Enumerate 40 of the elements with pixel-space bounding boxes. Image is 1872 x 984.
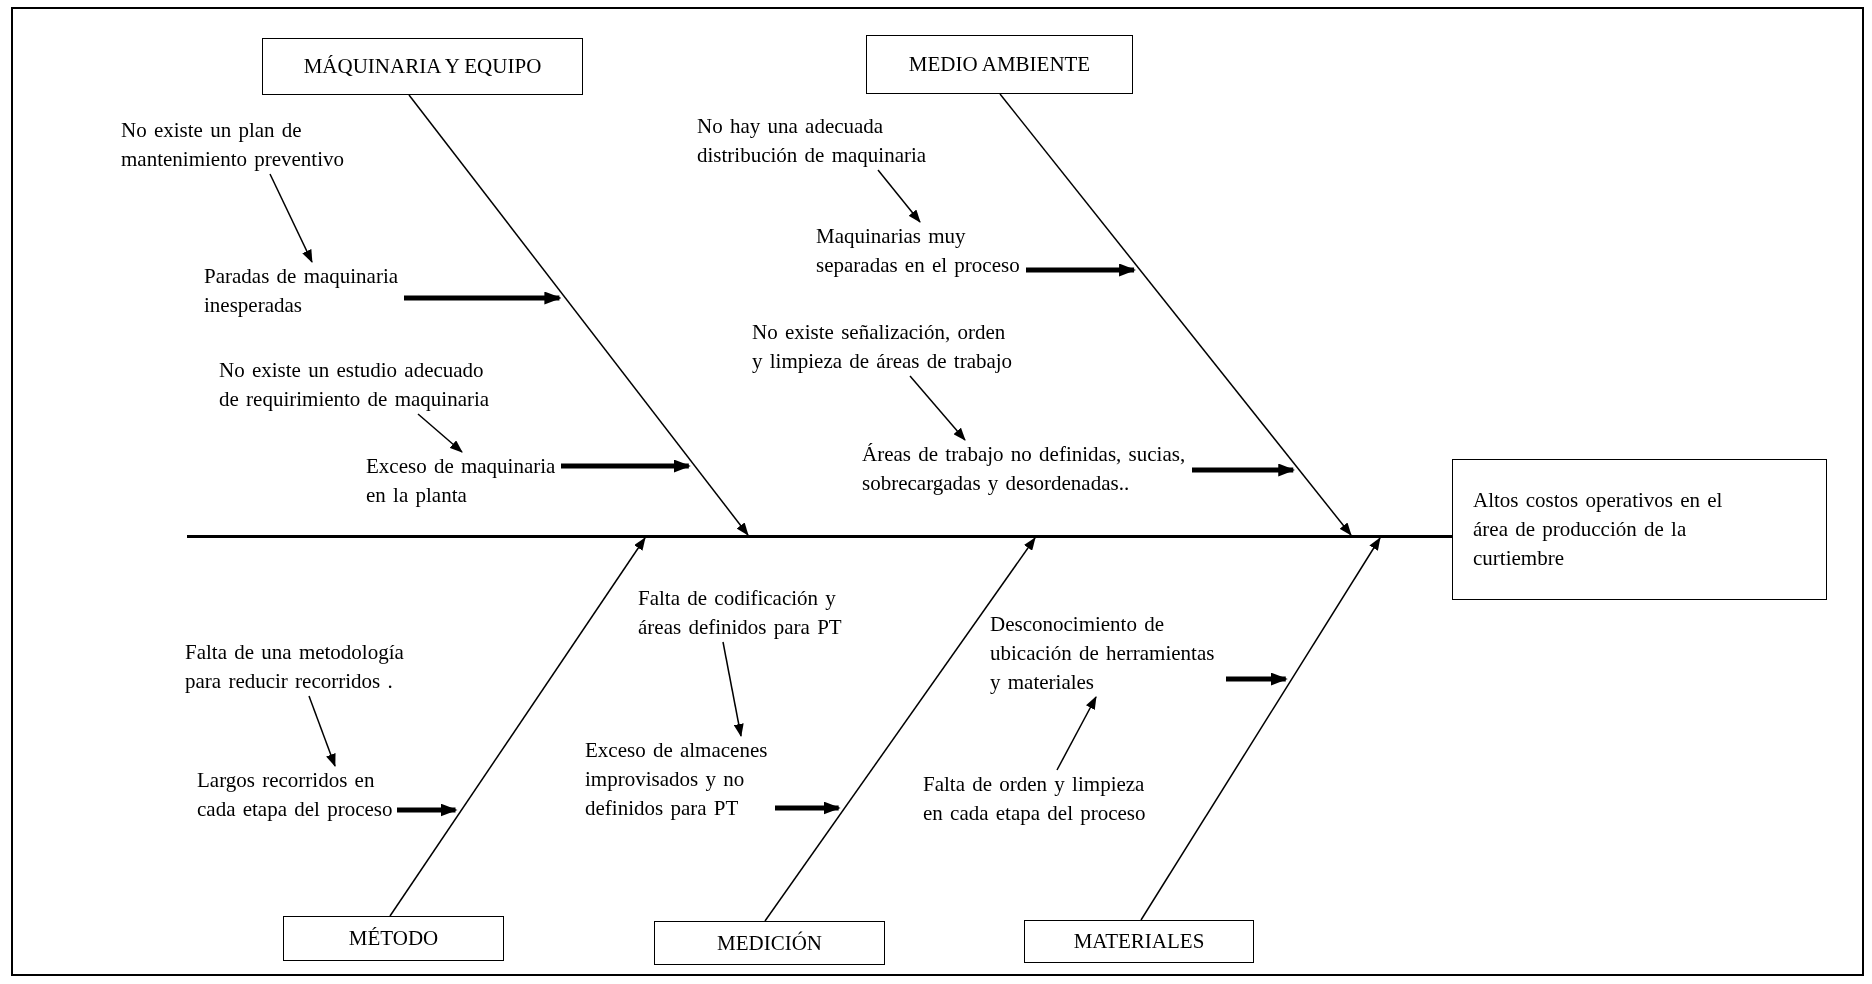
cause-text: Paradas de maquinaria inesperadas — [204, 262, 404, 320]
arrow — [909, 375, 966, 441]
arrow — [764, 537, 1036, 922]
cause-text: No existe un estudio adecuado de requirimiento de maquinaria — [219, 356, 491, 414]
arrow — [308, 695, 336, 767]
arrow — [1140, 537, 1381, 921]
cause-arrow — [1192, 463, 1296, 477]
cause-arrow — [1226, 672, 1288, 686]
cause-arrow — [775, 801, 841, 815]
category-box: MATERIALES — [1024, 920, 1254, 963]
cause-text: Largos recorridos en cada etapa del proceso — [197, 766, 397, 824]
effect-box: Altos costos operativos en el área de producción de la curtiembre — [1452, 459, 1827, 600]
cause-text: No hay una adecuada distribución de maquinaria — [697, 112, 932, 170]
cause-arrow — [397, 803, 458, 817]
arrow — [269, 173, 313, 263]
category-box: MEDICIÓN — [654, 921, 885, 965]
arrow — [877, 169, 921, 223]
category-box: MÉTODO — [283, 916, 504, 961]
cause-text: Falta de orden y limpieza en cada etapa del proceso — [923, 770, 1153, 828]
cause-text: No existe señalización, orden y limpieza de áreas de trabajo — [752, 318, 1014, 376]
spine-line — [187, 535, 1452, 538]
cause-text: Exceso de almacenes improvisados y no definidos para PT — [585, 736, 775, 823]
cause-arrow — [561, 459, 691, 473]
cause-text: Desconocimiento de ubicación de herramientas y materiales — [990, 610, 1226, 697]
cause-arrow — [1026, 263, 1137, 277]
arrow — [999, 93, 1352, 536]
arrow — [389, 537, 646, 917]
cause-text: Maquinarias muy separadas en el proceso — [816, 222, 1026, 280]
cause-text: Falta de una metodología para reducir recorridos . — [185, 638, 410, 696]
cause-text: No existe un plan de mantenimiento preventivo — [121, 116, 351, 174]
arrow — [417, 413, 463, 453]
cause-text: Falta de codificación y áreas definidos para PT — [638, 584, 850, 642]
cause-arrow — [404, 291, 562, 305]
arrow — [722, 641, 744, 737]
arrow — [408, 94, 749, 536]
cause-text: Áreas de trabajo no definidas, sucias, sobrecargadas y desordenadas.. — [862, 440, 1192, 498]
category-box: MEDIO AMBIENTE — [866, 35, 1133, 94]
cause-text: Exceso de maquinaria en la planta — [366, 452, 561, 510]
category-box: MÁQUINARIA Y EQUIPO — [262, 38, 583, 95]
arrow — [1056, 696, 1097, 771]
